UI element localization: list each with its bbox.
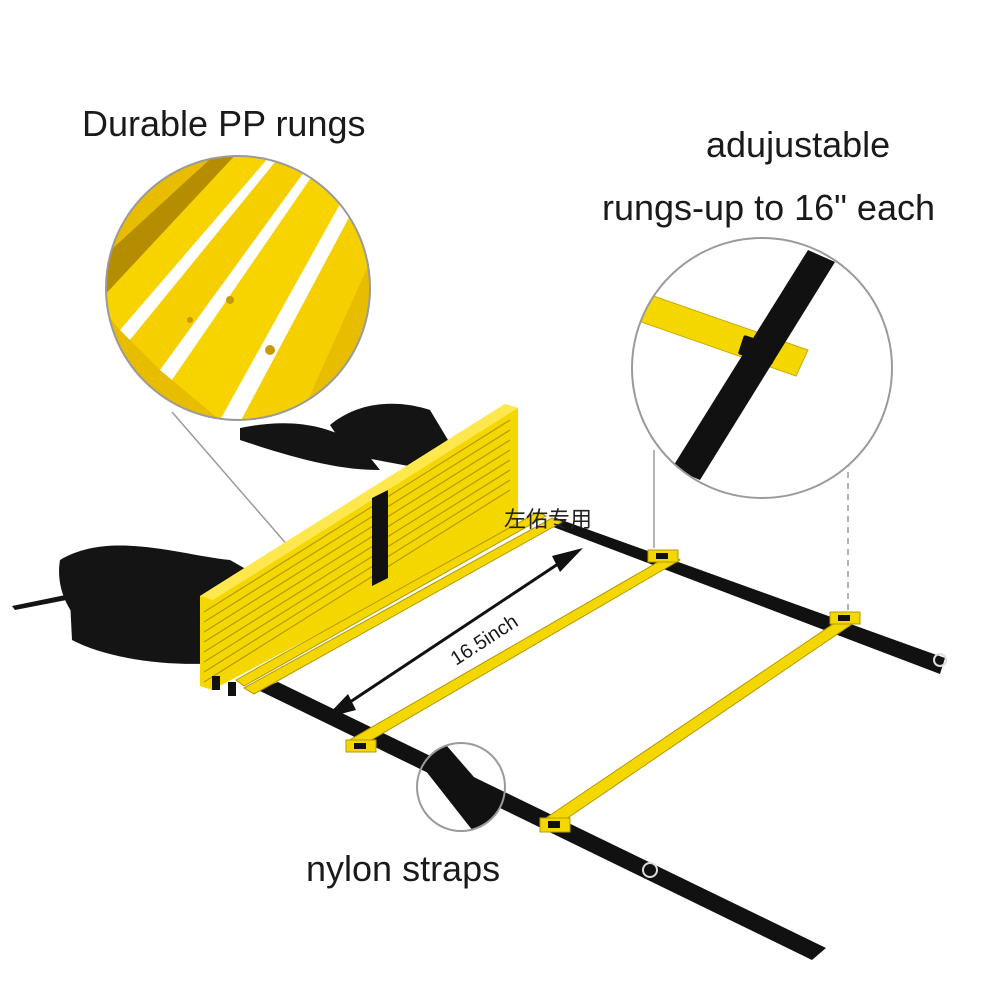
rung-stack <box>200 404 518 696</box>
adjustable-label-line2: rungs-up to 16" each <box>602 187 935 228</box>
rungs-closeup-callout <box>105 155 371 421</box>
callout-lines <box>171 411 849 615</box>
rungs-label: Durable PP rungs <box>82 103 366 144</box>
watermark-text: 左佑专用 <box>504 508 593 533</box>
nylon-closeup-callout <box>416 742 506 832</box>
strap-logo <box>642 653 947 878</box>
measurement-label: 16.5inch <box>447 611 522 671</box>
adjustable-closeup-callout <box>631 237 893 499</box>
nylon-straps-label: nylon straps <box>306 848 501 889</box>
measurement-arrow <box>325 548 583 718</box>
adjustable-label-line1: adujustable <box>706 124 891 165</box>
nylon-strap-far <box>548 518 945 674</box>
ladder-rungs <box>235 511 861 833</box>
